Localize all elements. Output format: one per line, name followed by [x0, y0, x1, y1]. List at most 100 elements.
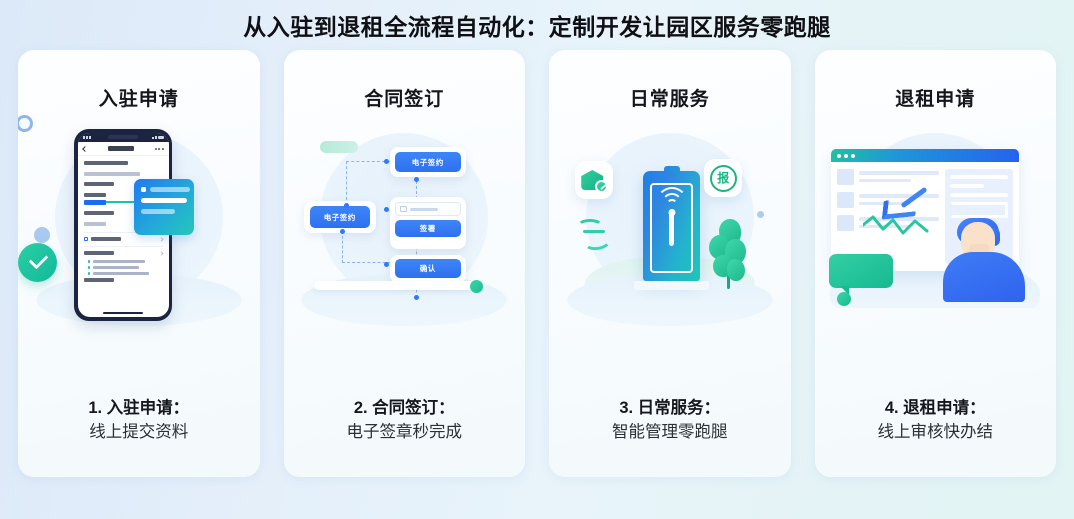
repair-house-icon	[581, 168, 609, 193]
card-caption: 1. 入驻申请： 线上提交资料	[88, 397, 189, 445]
connector-dot-icon	[383, 262, 389, 267]
battery-icon	[151, 136, 164, 139]
illustration-mobile-form	[18, 115, 260, 330]
repair-service-badge[interactable]	[575, 161, 614, 199]
access-gate-device	[634, 166, 710, 290]
browser-title-bar	[830, 149, 1019, 162]
flow-input-field[interactable]	[394, 202, 461, 216]
gate-screen	[650, 183, 694, 273]
form-row	[83, 171, 163, 176]
form-row	[83, 182, 163, 186]
step-card-1[interactable]: 入驻申请	[18, 50, 260, 477]
caption-line-2: 电子签章秒完成	[346, 423, 463, 442]
chat-bubble-icon	[828, 254, 893, 295]
gate-base	[634, 281, 710, 290]
decor-dot-icon	[757, 211, 765, 218]
thumbnail-placeholder	[836, 169, 854, 185]
connector-line	[345, 161, 347, 205]
wifi-signal-icon	[655, 187, 689, 207]
card-heading: 日常服务	[629, 89, 710, 110]
connector-dot-icon	[339, 229, 345, 234]
connector-dot-icon	[383, 159, 389, 164]
document-icon	[399, 206, 407, 212]
progress-bar-track	[105, 201, 146, 203]
report-badge-icon: 报	[709, 164, 737, 192]
thumbnail-placeholder	[836, 215, 854, 231]
phone-status-bar	[77, 133, 169, 142]
flow-node-confirm-button[interactable]: 确认	[394, 259, 461, 278]
success-check-icon	[18, 243, 58, 282]
form-row	[83, 211, 163, 215]
illustration-contract-flow: 电子签约 电子签约 签署 确认	[284, 115, 526, 330]
caption-line-2: 智能管理零跑腿	[612, 423, 728, 442]
home-indicator	[103, 311, 144, 314]
flow-end-dot-icon	[469, 280, 483, 293]
person-body	[942, 252, 1025, 302]
decor-plant-icon	[707, 219, 747, 289]
phone-nav-title	[107, 146, 134, 151]
form-row	[83, 161, 163, 165]
chat-bubble-dot-icon	[836, 292, 851, 306]
flow-node-esign-top[interactable]: 电子签约	[394, 152, 461, 172]
card-heading: 入驻申请	[98, 89, 179, 110]
flow-base-bar	[313, 281, 474, 290]
person-illustration	[942, 218, 1025, 302]
card-caption: 3. 日常服务： 智能管理零跑腿	[612, 397, 728, 445]
back-icon[interactable]	[81, 145, 88, 152]
dashboard-list-panel	[836, 169, 939, 264]
step-card-3[interactable]: 日常服务 报	[549, 50, 791, 477]
illustration-smart-gate: 报	[549, 115, 791, 330]
list-item	[836, 169, 939, 185]
page-title: 从入驻到退租全流程自动化：定制开发让园区服务零跑腿	[243, 14, 831, 40]
thumbnail-placeholder	[836, 192, 854, 208]
list-bullet-icon	[141, 187, 147, 192]
flow-node-sign-button[interactable]: 签署	[394, 220, 461, 237]
chevron-right-icon	[159, 250, 164, 256]
detail-box	[949, 202, 1008, 218]
form-select-row[interactable]	[83, 246, 164, 256]
chevron-right-icon	[159, 236, 164, 242]
browser-content	[830, 162, 1019, 271]
connector-dot-icon	[413, 177, 419, 182]
connector-dot-icon	[413, 295, 419, 300]
flow-node-esign-left[interactable]: 电子签约	[309, 206, 370, 228]
location-pin-icon	[668, 209, 676, 216]
form-bullet-list	[84, 260, 163, 275]
caption-line-1: 1. 入驻申请：	[88, 399, 190, 418]
step-card-4[interactable]: 退租申请	[814, 50, 1057, 477]
card-heading: 退租申请	[895, 89, 976, 110]
decor-ring-icon	[18, 115, 34, 132]
step-card-2[interactable]: 合同签订 电子签约 电子签约	[283, 50, 526, 477]
form-row	[83, 278, 163, 282]
form-row	[83, 221, 163, 226]
decor-dot-icon	[34, 227, 51, 243]
decor-swirl-icon	[577, 219, 617, 253]
form-select-row[interactable]	[83, 232, 164, 242]
signal-icon	[82, 136, 91, 139]
more-icon[interactable]	[154, 147, 164, 150]
caption-line-1: 3. 日常服务：	[619, 399, 721, 418]
progress-bar-fill	[83, 199, 106, 205]
floating-list-card	[134, 179, 195, 235]
connector-line	[415, 171, 417, 199]
window-dot-icon	[850, 153, 855, 158]
illustration-review-dashboard	[815, 115, 1057, 330]
caption-line-2: 线上提交资料	[89, 423, 189, 442]
connector-dot-icon	[383, 207, 389, 212]
decor-pill-icon	[319, 141, 358, 153]
connector-dot-icon	[343, 203, 349, 208]
gate-top-cap	[663, 166, 680, 173]
caption-line-2: 线上审核快办结	[877, 423, 994, 442]
trend-line-chart	[862, 215, 929, 235]
form-row-progress	[83, 192, 163, 205]
connector-line	[341, 231, 343, 263]
report-service-badge[interactable]: 报	[704, 159, 743, 197]
checkbox-icon[interactable]	[83, 237, 88, 241]
connector-line	[345, 161, 416, 162]
process-step-cards: 入驻申请	[0, 50, 1074, 477]
window-dot-icon	[843, 153, 848, 158]
phone-form-body	[78, 156, 169, 282]
caption-line-1: 4. 退租申请：	[884, 399, 986, 418]
card-caption: 4. 退租申请： 线上审核快办结	[878, 397, 994, 445]
input-placeholder-line	[409, 207, 438, 211]
